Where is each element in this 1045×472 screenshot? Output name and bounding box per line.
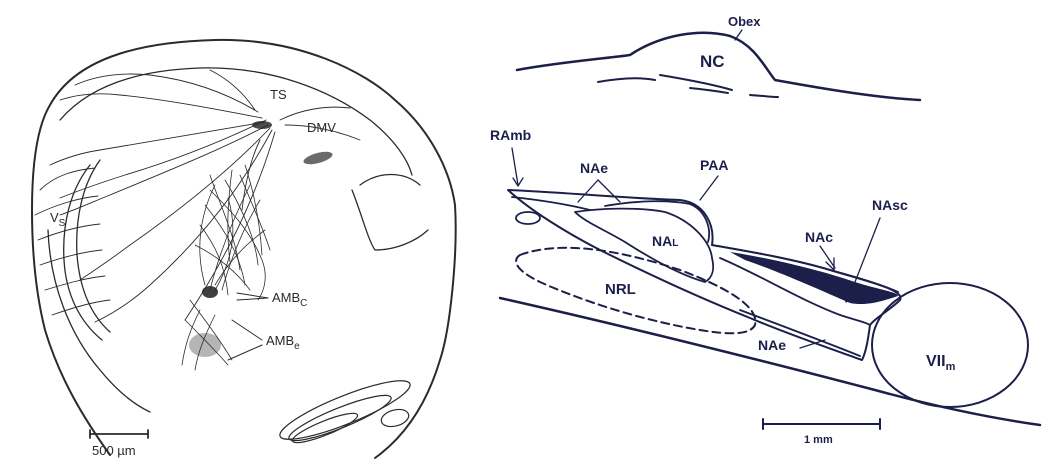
label-obex: Obex (728, 14, 761, 29)
ramb-oval (516, 212, 540, 224)
left-scale-bar: 500 µm (90, 430, 148, 458)
radiating-fibers (35, 70, 360, 322)
viim-outline (872, 283, 1028, 407)
label-nal: NAL (652, 233, 678, 249)
ambc-cluster (202, 286, 218, 298)
right-scale-bar: 1 mm (763, 419, 880, 446)
inner-rim (60, 68, 412, 175)
left-scale-label: 500 µm (92, 443, 136, 458)
section-outline (32, 40, 456, 458)
label-dmv: DMV (307, 120, 336, 135)
label-nac: NAc (805, 229, 833, 245)
right-panel: Obex NC RAmb NAe PAA NAsc NAL NAc NRL NA… (490, 14, 1040, 446)
vs-region (64, 160, 110, 340)
label-paa: PAA (700, 157, 729, 173)
label-ramb: RAmb (490, 127, 531, 143)
label-ambc: AMBC (272, 290, 307, 309)
nc-underline-3 (690, 88, 728, 93)
label-nae-top: NAe (580, 160, 608, 176)
ts-cluster (252, 121, 272, 129)
label-viim: VIIm (926, 353, 956, 373)
label-nc: NC (700, 52, 725, 71)
label-ambe: AMBe (266, 333, 300, 352)
right-crescent (352, 174, 428, 250)
label-vs: VS (50, 210, 66, 229)
left-panel: TS DMV VS AMBC AMBe 500 µm (32, 40, 456, 458)
ventral-ovals (275, 371, 415, 449)
nc-underline-1 (598, 78, 655, 82)
label-nrl: NRL (605, 281, 636, 298)
right-arrows (512, 30, 880, 348)
label-nasc: NAsc (872, 197, 908, 213)
label-nae-bottom: NAe (758, 337, 786, 353)
label-ts: TS (270, 87, 287, 102)
nasc-filled (730, 252, 898, 304)
dmv-cluster (302, 149, 334, 166)
nc-underline-4 (750, 95, 778, 97)
right-scale-label: 1 mm (804, 434, 833, 446)
left-leader-lines (228, 293, 268, 360)
ambe-cluster (189, 333, 221, 357)
